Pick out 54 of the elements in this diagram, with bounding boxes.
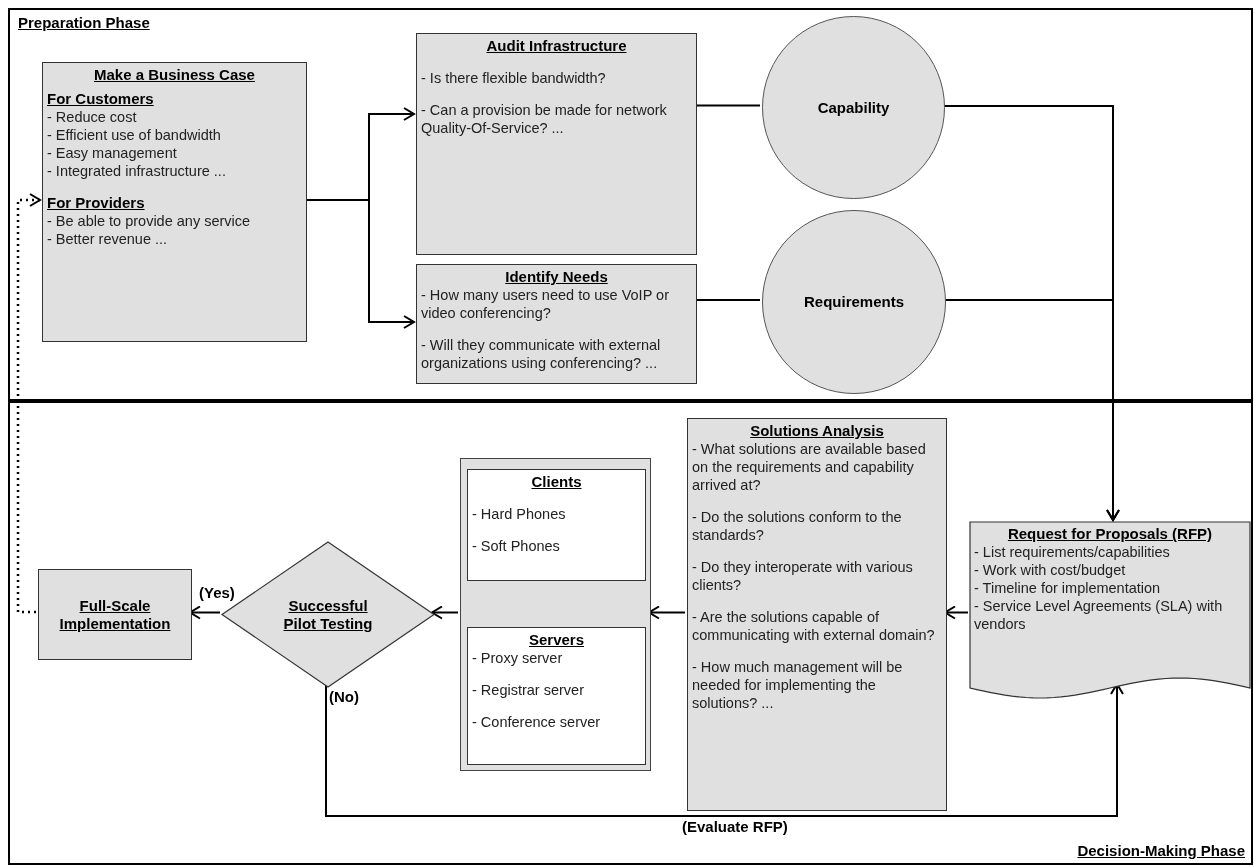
list-item: - Easy management <box>47 144 178 162</box>
list-item: - Service Level Agreements (SLA) with vendors <box>974 597 1224 633</box>
list-item: - Hard Phones <box>472 505 567 523</box>
box-title: Solutions Analysis <box>749 422 885 440</box>
list-item: - Do the solutions conform to the standards? <box>692 508 903 544</box>
box-title: Request for Proposals (RFP) <box>1006 525 1214 543</box>
list-item: - Are the solutions capable of communicating with external domain? <box>692 608 936 644</box>
list-item: - Work with cost/budget <box>974 561 1127 579</box>
phase-title: Preparation Phase <box>18 14 150 31</box>
list-item: - Soft Phones <box>472 537 561 555</box>
phase-band <box>8 401 1253 865</box>
list-box <box>467 469 646 581</box>
list-box <box>467 627 646 765</box>
node-label: Capability <box>817 98 890 117</box>
list-item: - How many users need to use VoIP or video conferencing? <box>421 286 670 322</box>
phase-band <box>8 8 1253 401</box>
arrow <box>431 605 459 620</box>
process-box <box>38 569 192 660</box>
list-item: - Is there flexible bandwidth? <box>421 69 607 87</box>
process-box <box>416 264 697 384</box>
list-item: - Registrar server <box>472 681 585 699</box>
list-item: - Timeline for implementation <box>974 579 1162 597</box>
list-item: - How much management will be needed for implementing the solutions? ... <box>692 658 904 712</box>
list-item: - Integrated infrastructure ... <box>47 162 227 180</box>
box-title: Audit Infrastructure <box>485 37 628 55</box>
list-item: - Reduce cost <box>47 108 138 126</box>
box-title: Make a Business Case <box>93 66 256 84</box>
list-item: - Will they communicate with external organizations using conferencing? ... <box>421 336 662 372</box>
edge-label: (Yes) <box>197 584 237 602</box>
process-box <box>42 62 307 342</box>
group-box <box>460 458 651 771</box>
list-item: - Do they interoperate with various clients? <box>692 558 914 594</box>
list-item: - What solutions are available based on the requirements and capability arrived at? <box>692 440 927 494</box>
list-item: - Better revenue ... <box>47 230 169 248</box>
list-item: - Efficient use of bandwidth <box>47 126 222 144</box>
process-box <box>687 418 947 811</box>
phase-title: Decision-Making Phase <box>1077 842 1245 859</box>
node-label: Successful Pilot Testing <box>282 596 374 633</box>
list-item: - List requirements/capabilities <box>974 543 1171 561</box>
list-item: - Conference server <box>472 713 602 731</box>
list-item: - Be able to provide any service <box>47 212 252 230</box>
section-heading: For Providers <box>47 194 146 212</box>
process-box <box>416 33 697 255</box>
node-label: Requirements <box>804 293 904 311</box>
dotted-arrow <box>16 193 41 614</box>
box-title: Identify Needs <box>504 268 609 286</box>
list-item: - Can a provision be made for network Quality-Of-Service? ... <box>421 101 668 137</box>
box-title: Clients <box>530 473 583 491</box>
branch-label: (No) <box>328 688 360 706</box>
list-item: - Proxy server <box>472 649 564 667</box>
section-heading: For Customers <box>47 90 155 108</box>
edge-label: (Evaluate RFP) <box>680 818 790 836</box>
node-label: Full-Scale Implementation <box>58 596 172 633</box>
box-title: Servers <box>527 631 586 649</box>
